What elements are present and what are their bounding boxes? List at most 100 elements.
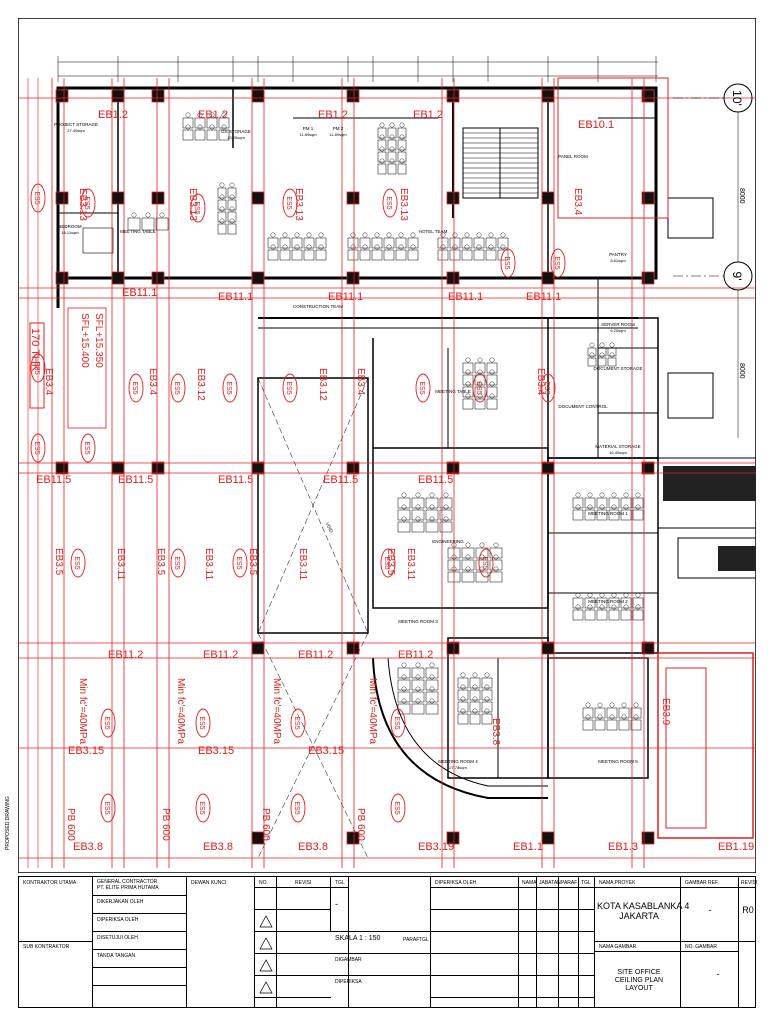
room-area: 16.40sqm <box>609 450 627 455</box>
beam-tag: EB3.4 <box>572 188 583 216</box>
room-label: DOCUMENT STORAGE <box>593 366 642 371</box>
room-area: 16.11sqm <box>61 230 79 235</box>
room-name: MEETING ROOM 1 <box>588 511 628 516</box>
drawing-title-2: CEILING PLAN <box>614 977 664 984</box>
room-label: MEETING ROOM 5 <box>598 759 638 764</box>
beam-tag: EB3.15 <box>68 745 104 757</box>
revisi2-label: REVISI <box>741 880 758 886</box>
room-name: VOID <box>325 521 334 534</box>
svg-text:10': 10' <box>730 90 744 106</box>
slab-tag: ES5 <box>173 381 180 394</box>
beam-tag: EB3.5 <box>155 548 166 576</box>
beam-tag: EB3.11 <box>203 548 214 580</box>
svg-text:8000: 8000 <box>738 188 745 204</box>
room-label: PM 111.89sqm <box>299 126 317 137</box>
slab-tag: ES5 <box>83 196 90 209</box>
beam-tag: EB3.4 <box>355 368 366 396</box>
paraf2-label: PARAF <box>561 880 578 886</box>
grid-bubble-9: 9' <box>723 261 753 291</box>
structural-columns <box>55 89 655 845</box>
slab-tag: ES5 <box>383 556 390 569</box>
beam-tag: EB3.12 <box>317 368 328 401</box>
beam-tag: PB 600 <box>355 808 366 841</box>
room-label: DOCUMENT CONTROL <box>558 404 608 409</box>
sheet-border <box>18 18 756 873</box>
beam-tag: EB11.5 <box>36 474 71 486</box>
diketahui-label: DIPERIKSA OLEH <box>435 880 477 886</box>
room-name: DOCUMENT CONTROL <box>558 404 608 409</box>
skala-label: SKALA <box>335 935 358 942</box>
room-name: PM 1 <box>303 126 314 131</box>
room-area: 11.89sqm <box>299 132 317 137</box>
skala-value: 1 : 150 <box>359 935 381 942</box>
slab-thickness: 170 THK <box>29 328 41 372</box>
tgl-label: TGL <box>335 880 345 886</box>
disetujui-label: DISETUJUI OLEH <box>97 935 138 941</box>
sub-kontraktor-label: SUB KONTRAKTOR <box>23 944 70 950</box>
beam-tag: EB11.1 <box>218 291 253 303</box>
slab-tag: ES5 <box>503 256 510 269</box>
beam-tag: EB3.13 <box>77 188 88 221</box>
beam-tag: EB1.19 <box>718 841 754 853</box>
room-label: HOTEL TEAM <box>419 229 448 234</box>
beam-tag: EB11.1 <box>328 291 363 303</box>
revision-triangles <box>259 915 273 994</box>
beam-tag: EB11.1 <box>122 287 157 299</box>
room-name: PM 2 <box>333 126 344 131</box>
slab-tag: ES5 <box>193 201 200 214</box>
room-label: MEETING TABLE <box>120 229 156 234</box>
beam-tag: EB1.2 <box>413 109 443 121</box>
room-label: MEETING TABLE <box>435 389 471 394</box>
nama-proyek-label: NAMA PROYEK <box>599 880 636 886</box>
jabatan-label: JABATAN <box>539 880 561 886</box>
room-label: MEETING ROOM 427.78sqm <box>438 759 478 770</box>
beam-tag: EB3.11 <box>405 548 416 580</box>
beam-tag: Min fc'=40MPa <box>367 678 378 745</box>
slab-tag: ES5 <box>553 256 560 269</box>
beam-tag: EB3.13 <box>187 188 198 221</box>
drawing-title-3: LAYOUT <box>625 985 653 992</box>
beam-tag: EB1.3 <box>608 841 638 853</box>
beam-tag: EB3.8 <box>490 718 501 746</box>
slab-tag: ES5 <box>235 556 242 569</box>
kontraktor-sub: GENERAL CONTRACTOR <box>97 879 158 885</box>
beam-tag: EB11.2 <box>108 649 143 661</box>
dewan-kunci-label: DEWAN KUNCI <box>191 880 227 886</box>
no-gambar-value: - <box>716 969 720 979</box>
room-label: ENGINEERING <box>432 539 464 544</box>
slab-tag: ES5 <box>475 381 482 394</box>
beam-tag: EB3.4 <box>43 368 54 396</box>
room-name: MATERIAL STORAGE <box>595 444 640 449</box>
drawing-title-1: SITE OFFICE <box>617 969 661 976</box>
level-tag: SFL+15.400 <box>79 313 90 368</box>
room-name: MEETING ROOM 5 <box>598 759 638 764</box>
slab-tag: ES5 <box>285 381 292 394</box>
beam-tag: EB3.13 <box>398 188 409 221</box>
beam-tag: EB3.8 <box>73 841 103 853</box>
room-area: 27.78sqm <box>449 765 467 770</box>
slab-tag: ES5 <box>33 191 40 204</box>
beam-tag: EB11.5 <box>323 474 358 486</box>
diperiksa2-label: DIPERIKSA <box>335 979 362 985</box>
no-gambar-label: NO. GAMBAR <box>685 944 717 950</box>
beam-tag: EB3.9 <box>660 698 671 726</box>
room-label: MEETING ROOM 2 <box>588 599 628 604</box>
beam-tag: PB 600 <box>260 808 271 841</box>
slab-tag: ES5 <box>103 716 110 729</box>
beam-tag: EB11.1 <box>448 291 483 303</box>
room-name: ENGINEERING <box>432 539 464 544</box>
digambar-label: DIGAMBAR <box>335 957 362 963</box>
nama-gambar-label: NAMA GAMBAR <box>599 944 637 950</box>
gambar-ref-value: - <box>708 905 712 915</box>
slab-tag: ES5 <box>131 381 138 394</box>
slab-tag: ES5 <box>543 381 550 394</box>
room-name: MEETING TABLE <box>435 389 471 394</box>
beam-tag: EB1.2 <box>318 109 348 121</box>
room-name: MEETING ROOM 3 <box>398 619 438 624</box>
room-name: GS STORAGE <box>221 129 251 134</box>
furniture-layout <box>82 112 644 731</box>
